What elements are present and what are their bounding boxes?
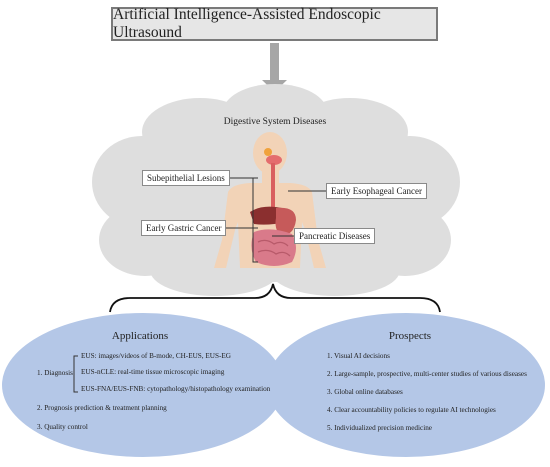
main-title-box: Artificial Intelligence-Assisted Endosco… bbox=[111, 6, 438, 41]
diagnosis-item-3: EUS-FNA/EUS-FNB: cytopathology/histopath… bbox=[81, 385, 271, 393]
prospects-oval bbox=[267, 313, 545, 457]
diagnosis-item-2: EUS-nCLE: real-time tissue microscopic i… bbox=[81, 368, 225, 376]
prospects-title: Prospects bbox=[388, 330, 432, 342]
label-early-esophageal-cancer: Early Esophageal Cancer bbox=[326, 183, 427, 199]
applications-title: Applications bbox=[111, 330, 169, 342]
curly-brace bbox=[109, 283, 441, 313]
applications-oval bbox=[2, 313, 284, 457]
diagnosis-bracket bbox=[73, 355, 78, 393]
prospects-item-2: 2. Large-sample, prospective, multi-cent… bbox=[327, 370, 527, 378]
prospects-item-3: 3. Global online databases bbox=[327, 388, 403, 396]
diagnosis-item-1: EUS: images/videos of B-mode, CH-EUS, EU… bbox=[81, 352, 231, 360]
label-pancreatic-diseases: Pancreatic Diseases bbox=[294, 228, 376, 244]
label-connectors bbox=[222, 177, 326, 263]
diagnosis-label: 1. Diagnosis bbox=[37, 369, 73, 377]
label-subepithelial-lesions: Subepithelial Lesions bbox=[142, 170, 230, 186]
cloud-shape bbox=[92, 84, 460, 296]
applications-item-2: 2. Prognosis prediction & treatment plan… bbox=[37, 404, 167, 412]
prospects-item-5: 5. Individualized precision medicine bbox=[327, 424, 432, 432]
cloud-title: Digestive System Diseases bbox=[223, 117, 327, 127]
prospects-item-1: 1. Visual AI decisions bbox=[327, 352, 390, 360]
prospects-item-4: 4. Clear accountability policies to regu… bbox=[327, 406, 496, 414]
main-title: Artificial Intelligence-Assisted Endosco… bbox=[113, 6, 381, 41]
applications-item-3: 3. Quality control bbox=[37, 423, 88, 431]
label-early-gastric-cancer: Early Gastric Cancer bbox=[141, 220, 227, 236]
